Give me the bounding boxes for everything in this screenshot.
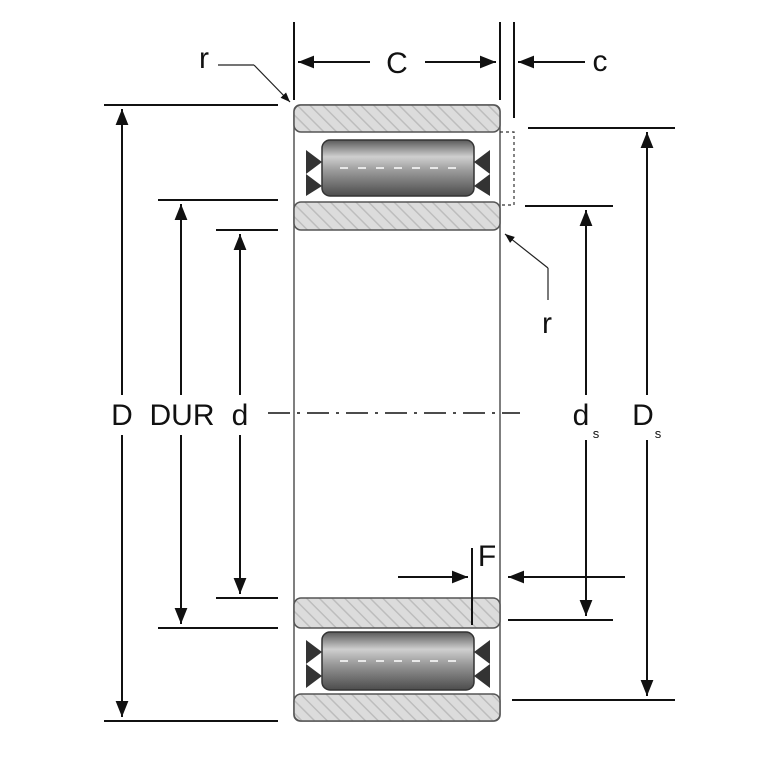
- inner-ring-bottom: [293, 597, 501, 629]
- roller-top: [306, 139, 490, 197]
- label-r-top: r: [199, 42, 209, 75]
- label-Ds: D: [632, 399, 654, 432]
- label-C: C: [386, 47, 408, 80]
- outer-ring-bottom: [293, 693, 501, 722]
- label-d: d: [232, 399, 249, 432]
- label-r-right: r: [542, 307, 552, 340]
- inner-ring-top: [293, 201, 501, 231]
- label-c: c: [593, 45, 608, 78]
- r-leader-top: [253, 64, 291, 103]
- label-ds-subscript: s: [593, 426, 600, 441]
- label-F: F: [478, 540, 496, 573]
- r-leader-right: [504, 233, 549, 269]
- outer-ring-top: [293, 104, 501, 133]
- label-DUR: DUR: [150, 399, 215, 432]
- label-Ds-subscript: s: [655, 426, 662, 441]
- label-D: D: [111, 399, 133, 432]
- label-ds: d: [573, 399, 590, 432]
- displacement-outline: [500, 131, 515, 206]
- roller-bottom: [306, 631, 490, 691]
